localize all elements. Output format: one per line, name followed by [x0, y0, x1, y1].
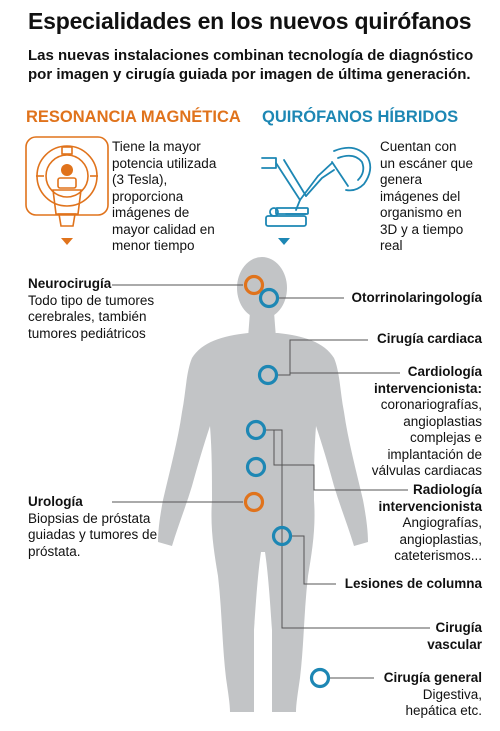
label-otorrino: Otorrinolaringología: [322, 290, 483, 307]
label-cardiaca: Cirugía cardiaca: [342, 331, 482, 348]
label-radiologia: Radiología intervencionista Angiografías…: [342, 482, 482, 565]
urologia-marker: [243, 491, 265, 513]
label-urologia: Urología Biopsias de próstata guiadas y …: [28, 494, 198, 560]
radiologia-name-line: intervencionista: [378, 498, 482, 514]
resonancia-description: Tiene la mayor potencia utilizada (3 Tes…: [112, 139, 252, 255]
neurocirugia-desc-line: Todo tipo de tumores: [28, 292, 155, 308]
cardiologia-desc-line: coronariografías,: [380, 397, 482, 412]
robotic-scanner-icon: [261, 146, 372, 227]
marker-rings: [243, 274, 331, 689]
label-cardiologia: Cardiología intervencionista: coronariog…: [342, 364, 482, 480]
resonancia-line: proporciona: [112, 188, 184, 204]
resonancia-line: (3 Tesla),: [112, 172, 168, 187]
resonancia-line: potencia utilizada: [112, 155, 217, 171]
general-marker: [309, 667, 331, 689]
section-heading-hibridos: QUIRÓFANOS HÍBRIDOS: [262, 108, 459, 126]
cardiologia-marker: [257, 364, 279, 386]
resonancia-line: menor tiempo: [112, 238, 195, 253]
cardiologia-desc-line: implantación de: [387, 446, 482, 462]
section-heading-resonancia: RESONANCIA MAGNÉTICA: [26, 108, 241, 126]
hibridos-line: imágenes del: [380, 188, 461, 204]
neurocirugia-marker: [243, 274, 265, 296]
radiologia-desc-line: Angiografías,: [402, 515, 482, 530]
label-general: Cirugía general Digestiva, hepática etc.: [352, 670, 482, 720]
neurocirugia-desc-line: cerebrales, también: [28, 309, 147, 324]
label-neurocirugia: Neurocirugía Todo tipo de tumores cerebr…: [28, 276, 198, 342]
mri-scanner-icon: [25, 136, 109, 227]
cardiologia-desc-line: válvulas cardiacas: [371, 463, 482, 478]
page-title: Especialidades en los nuevos quirófanos: [28, 8, 472, 34]
cardiaca-marker: [245, 419, 267, 441]
resonancia-line: Tiene la mayor: [112, 139, 201, 154]
radiologia-desc-line: angioplastias,: [399, 531, 482, 547]
otorrino-name: Otorrinolaringología: [351, 290, 483, 305]
columna-marker: [271, 525, 293, 547]
radiologia-desc-line: cateterismos...: [394, 548, 482, 563]
otorrino-marker: [258, 287, 280, 309]
columna-name: Lesiones de columna: [344, 576, 482, 591]
hibridos-line: real: [380, 238, 403, 253]
general-desc-line: hepática etc.: [405, 703, 482, 718]
neurocirugia-desc-line: tumores pediátricos: [28, 325, 146, 341]
general-desc-line: Digestiva,: [422, 686, 482, 702]
radiologia-marker: [245, 456, 267, 478]
label-columna: Lesiones de columna: [332, 576, 482, 593]
hibridos-line: un escáner que: [380, 155, 474, 171]
cardiologia-desc-line: angioplastias: [403, 413, 482, 429]
neurocirugia-name: Neurocirugía: [28, 276, 112, 291]
urologia-name: Urología: [28, 494, 83, 509]
mri-pointer-icon: [61, 238, 73, 245]
vascular-name-line: vascular: [427, 636, 482, 652]
hibridos-line: genera: [380, 172, 423, 187]
urologia-desc-line: Biopsias de próstata: [28, 510, 151, 526]
general-name: Cirugía general: [383, 670, 482, 685]
hibridos-description: Cuentan con un escáner que genera imágen…: [380, 139, 498, 255]
radiologia-name-line: Radiología: [412, 482, 482, 497]
hibridos-line: Cuentan con: [380, 139, 457, 154]
cardiologia-name-line: Cardiología: [407, 364, 482, 379]
resonancia-line: imágenes de: [112, 205, 190, 220]
hibridos-pointer-icon: [278, 238, 290, 245]
vascular-name-line: Cirugía: [435, 620, 482, 635]
urologia-desc-line: guiadas y tumores de: [28, 527, 158, 542]
cardiologia-name-line: intervencionista:: [373, 380, 482, 396]
urologia-desc-line: próstata.: [28, 543, 81, 559]
label-vascular: Cirugía vascular: [382, 620, 482, 653]
resonancia-line: mayor calidad en: [112, 221, 215, 237]
cardiaca-name: Cirugía cardiaca: [376, 331, 482, 346]
page-subtitle: Las nuevas instalaciones combinan tecnol…: [28, 47, 474, 83]
hibridos-line: 3D y a tiempo: [380, 221, 464, 237]
cardiologia-desc-line: complejas e: [409, 430, 482, 445]
hibridos-line: organismo en: [380, 205, 462, 220]
